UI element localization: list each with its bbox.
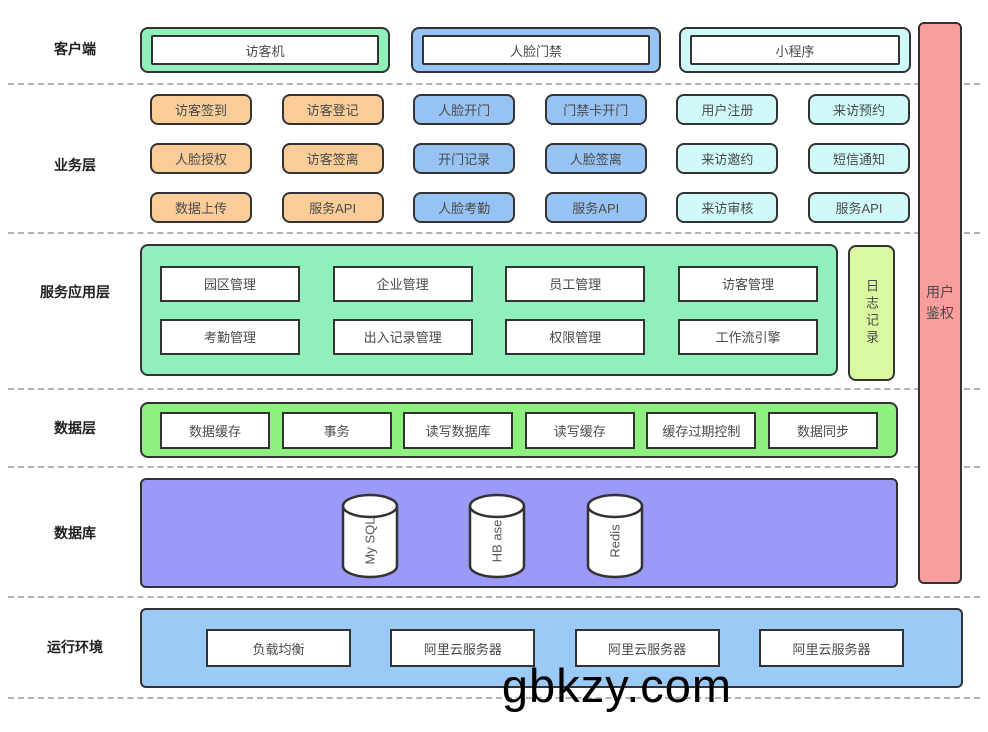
- runtime-box: 负载均衡: [206, 629, 351, 667]
- service-layer-container: 园区管理 企业管理 员工管理 访客管理 考勤管理 出入记录管理 权限管理 工作流…: [140, 244, 838, 376]
- client-box: 小程序: [679, 27, 911, 73]
- database-cylinder-icon: Redis: [586, 493, 644, 579]
- business-box: 访客签离: [281, 143, 384, 174]
- business-box: 用户注册: [676, 94, 779, 125]
- business-box: 人脸签离: [544, 143, 647, 174]
- data-box: 事务: [281, 411, 392, 449]
- service-box: 员工管理: [505, 265, 646, 302]
- business-box: 来访预约: [807, 94, 910, 125]
- client-box: 人脸门禁: [411, 27, 661, 73]
- data-box: 数据缓存: [160, 411, 270, 449]
- database-cylinder-label: My SQL: [363, 518, 378, 565]
- layer-divider: [8, 596, 980, 598]
- business-box: 服务API: [281, 192, 384, 223]
- layer-divider: [8, 697, 980, 699]
- business-box: 服务API: [807, 192, 910, 223]
- business-box: 人脸开门: [413, 94, 516, 125]
- business-box: 数据上传: [150, 192, 252, 223]
- layer-label-runtime: 运行环境: [47, 639, 103, 655]
- database-layer-container: My SQL HB ase Redis: [140, 478, 898, 588]
- auth-sidebar: 用户鉴权: [918, 22, 962, 584]
- business-box: 来访审核: [676, 192, 779, 223]
- runtime-box: 阿里云服务器: [758, 629, 904, 667]
- client-box-label: 人脸门禁: [422, 35, 650, 65]
- layer-divider: [8, 466, 980, 468]
- database-cylinder-icon: My SQL: [341, 493, 399, 579]
- service-box: 出入记录管理: [332, 318, 473, 355]
- data-box: 读写数据库: [403, 411, 514, 449]
- client-box-label: 访客机: [151, 35, 379, 65]
- client-box: 访客机: [140, 27, 390, 73]
- service-box: 考勤管理: [160, 318, 300, 355]
- database-cylinder-label: Redis: [608, 524, 623, 558]
- layer-label-data: 数据层: [54, 420, 96, 436]
- client-box-label: 小程序: [690, 35, 900, 65]
- layer-divider: [8, 388, 980, 390]
- service-box: 权限管理: [505, 318, 646, 355]
- business-box: 来访邀约: [676, 143, 779, 174]
- data-box: 读写缓存: [524, 411, 635, 449]
- watermark: gbkzy.com: [501, 659, 733, 712]
- business-box: 服务API: [544, 192, 647, 223]
- database-cylinder-label: HB ase: [490, 520, 505, 563]
- service-box: 访客管理: [677, 265, 818, 302]
- data-box: 数据同步: [767, 411, 878, 449]
- runtime-layer-container: 负载均衡 阿里云服务器 阿里云服务器 阿里云服务器: [140, 608, 963, 688]
- log-sidebar: 日志记录: [848, 245, 895, 381]
- layer-divider: [8, 232, 980, 234]
- layer-label-database: 数据库: [54, 525, 96, 541]
- layer-label-business: 业务层: [54, 157, 96, 173]
- business-box: 短信通知: [807, 143, 910, 174]
- service-box: 园区管理: [160, 265, 300, 302]
- business-box: 开门记录: [413, 143, 516, 174]
- layer-label-client: 客户端: [54, 41, 96, 57]
- business-box: 门禁卡开门: [544, 94, 647, 125]
- runtime-box: 阿里云服务器: [390, 629, 536, 667]
- data-layer-container: 数据缓存 事务 读写数据库 读写缓存 缓存过期控制 数据同步: [140, 402, 898, 458]
- business-box: 人脸考勤: [413, 192, 516, 223]
- layer-divider: [8, 83, 980, 85]
- auth-sidebar-label: 用户鉴权: [926, 284, 954, 321]
- business-layer-grid: 访客签到 访客登记 人脸开门 门禁卡开门 用户注册 来访预约 人脸授权 访客签离…: [150, 94, 910, 223]
- database-cylinder-icon: HB ase: [468, 493, 526, 579]
- business-box: 访客签到: [150, 94, 252, 125]
- runtime-box: 阿里云服务器: [574, 629, 720, 667]
- service-box: 企业管理: [332, 265, 473, 302]
- data-box: 缓存过期控制: [646, 411, 757, 449]
- business-box: 访客登记: [281, 94, 384, 125]
- layer-label-service: 服务应用层: [40, 284, 110, 300]
- business-box: 人脸授权: [150, 143, 252, 174]
- service-box: 工作流引擎: [677, 318, 818, 355]
